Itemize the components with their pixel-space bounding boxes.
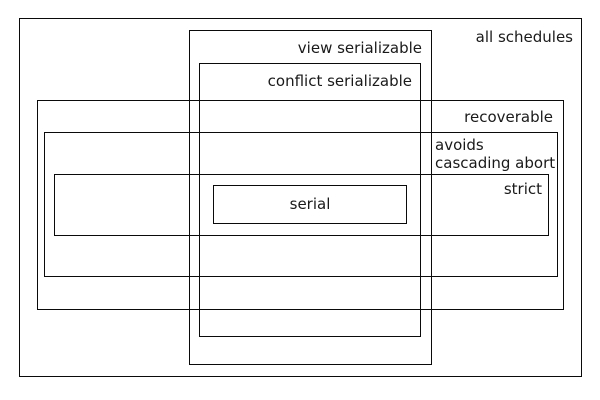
all-schedules-label: all schedules	[475, 28, 573, 46]
all-schedules-box	[19, 18, 582, 377]
avoids-cascading-abort-box	[44, 132, 558, 277]
avoids-cascading-abort-label: avoids cascading abort	[435, 136, 555, 172]
serial-box	[213, 185, 407, 224]
conflict-serializable-label: conflict serializable	[267, 72, 412, 90]
strict-label: strict	[503, 180, 542, 198]
avoids-label-line2: cascading abort	[435, 154, 556, 172]
strict-box	[54, 174, 549, 236]
serial-label: serial	[289, 195, 331, 213]
conflict-serializable-box	[199, 63, 421, 337]
recoverable-box	[37, 100, 564, 310]
view-serializable-label: view serializable	[297, 39, 422, 57]
view-serializable-box	[189, 30, 432, 365]
recoverable-label: recoverable	[464, 108, 553, 126]
avoids-label-line1: avoids	[435, 136, 484, 154]
